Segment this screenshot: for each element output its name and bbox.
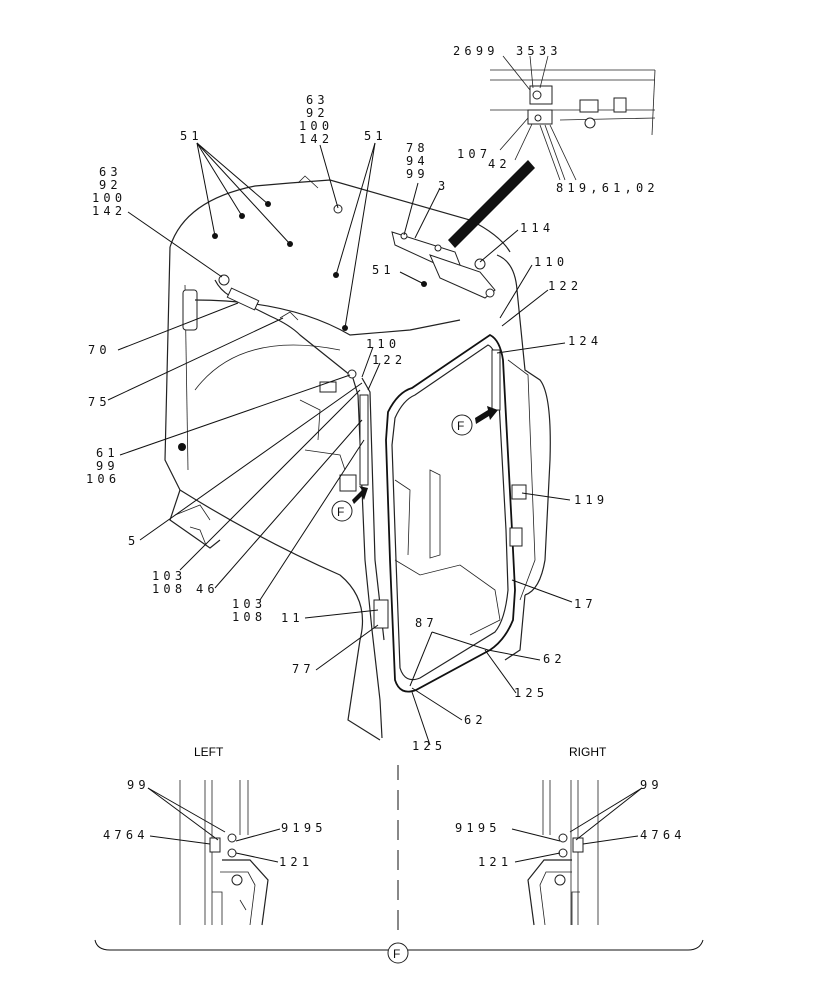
right-label-121: 121 <box>478 855 512 869</box>
label-3533: 3533 <box>516 44 562 58</box>
label-3: 3 <box>438 179 449 193</box>
label-75: 75 <box>88 395 111 409</box>
label-99-left: 99 <box>96 459 119 473</box>
label-125-right: 125 <box>514 686 548 700</box>
label-114: 114 <box>520 221 554 235</box>
label-142-left: 142 <box>92 204 126 218</box>
detail-right-title: RIGHT <box>569 745 607 759</box>
hinge-plate-assembly <box>391 160 535 299</box>
label-92-left: 92 <box>99 178 122 192</box>
view-arrow-f-right: F <box>451 406 498 436</box>
top-inset-hinge-detail <box>490 69 656 136</box>
label-62-right: 62 <box>543 652 566 666</box>
label-87: 87 <box>415 616 438 630</box>
label-42: 42 <box>488 157 511 171</box>
detail-divider-and-brace: F <box>94 765 704 964</box>
label-122-left: 122 <box>372 353 406 367</box>
label-119: 119 <box>574 493 608 507</box>
label-77: 77 <box>292 662 315 676</box>
label-63-top: 63 <box>306 93 329 107</box>
label-108-lower: 108 <box>232 610 266 624</box>
label-99-upper: 99 <box>406 167 429 181</box>
label-11: 11 <box>281 611 304 625</box>
label-110-left: 110 <box>366 337 400 351</box>
label-100-top: 100 <box>299 119 333 133</box>
label-51-left: 51 <box>180 129 203 143</box>
label-107: 107 <box>457 147 491 161</box>
detail-left: LEFT 99 4764 9195 121 <box>103 745 327 926</box>
detail-right: RIGHT 99 9195 4764 121 <box>455 745 686 926</box>
right-label-99: 99 <box>640 778 663 792</box>
right-label-4764: 4764 <box>640 828 686 842</box>
label-125-lower: 125 <box>412 739 446 753</box>
label-5: 5 <box>128 534 139 548</box>
label-122-right: 122 <box>548 279 582 293</box>
label-51-right: 51 <box>364 129 387 143</box>
label-110-right: 110 <box>534 255 568 269</box>
label-62-lower: 62 <box>464 713 487 727</box>
label-17: 17 <box>574 597 597 611</box>
label-61: 61 <box>96 446 119 460</box>
label-63-left: 63 <box>99 165 122 179</box>
label-51-center: 51 <box>372 263 395 277</box>
detail-left-title: LEFT <box>194 745 224 759</box>
leader-lines <box>107 55 577 746</box>
wire-harness <box>214 274 357 379</box>
view-arrow-f-left: F <box>331 486 368 522</box>
label-142-top: 142 <box>299 132 333 146</box>
label-106: 106 <box>86 472 120 486</box>
label-70: 70 <box>88 343 111 357</box>
left-label-99: 99 <box>127 778 150 792</box>
label-2699: 2699 <box>453 44 499 58</box>
view-letter-f-brace: F <box>393 947 400 961</box>
label-94: 94 <box>406 154 429 168</box>
cab-structure <box>164 175 551 741</box>
view-letter-f-right: F <box>457 419 464 433</box>
label-100-left: 100 <box>92 191 126 205</box>
left-label-121: 121 <box>279 855 313 869</box>
label-108-upper: 108 <box>152 582 186 596</box>
label-124: 124 <box>568 334 602 348</box>
label-103-upper: 103 <box>152 569 186 583</box>
left-label-9195: 9195 <box>281 821 327 835</box>
label-819-61-02: 819,61,02 <box>556 181 659 195</box>
label-103-lower: 103 <box>232 597 266 611</box>
view-letter-f-left: F <box>337 505 344 519</box>
cab-door <box>359 333 527 693</box>
label-78: 78 <box>406 141 429 155</box>
left-label-4764: 4764 <box>103 828 149 842</box>
label-92-top: 92 <box>306 106 329 120</box>
part-callout-labels: 2699 3533 107 42 819,61,02 63 92 100 142… <box>86 44 659 753</box>
label-46: 46 <box>196 582 219 596</box>
right-label-9195: 9195 <box>455 821 501 835</box>
